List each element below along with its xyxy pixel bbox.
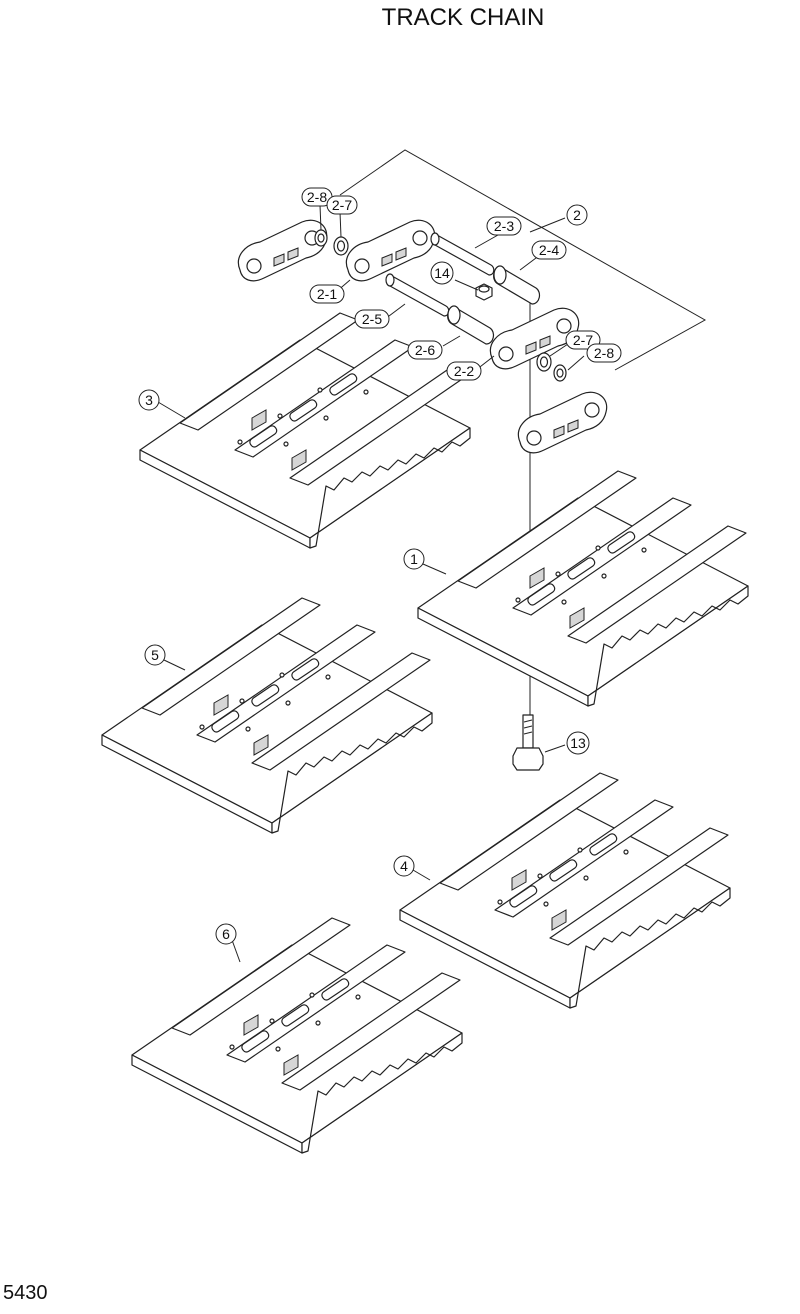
callout-6: 6 <box>215 923 237 945</box>
callout-2-8-top: 2-8 <box>301 187 333 207</box>
washer-2-8-right <box>553 364 567 382</box>
callout-4: 4 <box>393 855 415 877</box>
diagram-title: TRACK CHAIN <box>381 4 545 31</box>
svg-text:2-8: 2-8 <box>307 189 327 205</box>
callout-2-6: 2-6 <box>407 340 443 360</box>
link-2-2 <box>489 307 580 370</box>
callout-2-1: 2-1 <box>309 284 345 304</box>
svg-text:2-5: 2-5 <box>362 311 382 327</box>
callout-2: 2 <box>566 204 588 226</box>
svg-text:3: 3 <box>145 392 153 408</box>
link-2-1 <box>345 219 436 282</box>
bushing-2-6 <box>447 305 495 345</box>
track-shoe-6 <box>131 917 463 1154</box>
bolt-13 <box>512 714 544 771</box>
svg-text:13: 13 <box>570 735 586 751</box>
washer-2-7-left <box>333 236 349 256</box>
callout-2-7-right: 2-7 <box>565 330 601 350</box>
bushing-2-4 <box>493 265 541 305</box>
svg-text:2-3: 2-3 <box>494 218 514 234</box>
callout-2-7-top: 2-7 <box>326 195 358 215</box>
svg-text:2: 2 <box>573 207 581 223</box>
callout-3: 3 <box>138 389 160 411</box>
svg-text:5: 5 <box>151 647 159 663</box>
callout-13: 13 <box>566 731 590 755</box>
link-lower-right <box>517 391 608 454</box>
callout-2-2: 2-2 <box>446 361 482 381</box>
svg-text:2-1: 2-1 <box>317 286 337 302</box>
callout-2-4: 2-4 <box>531 240 567 260</box>
svg-text:1: 1 <box>410 551 418 567</box>
svg-text:2-4: 2-4 <box>539 242 559 258</box>
washer-2-7-right <box>536 352 552 372</box>
track-shoe-4 <box>399 772 731 1009</box>
track-shoe-1 <box>417 470 749 707</box>
svg-text:2-8: 2-8 <box>594 345 614 361</box>
svg-text:4: 4 <box>400 858 408 874</box>
callout-2-3: 2-3 <box>486 216 522 236</box>
svg-text:2-6: 2-6 <box>415 342 435 358</box>
callout-2-5: 2-5 <box>354 309 390 329</box>
svg-text:14: 14 <box>434 265 450 281</box>
callout-14: 14 <box>430 261 454 285</box>
svg-text:2-2: 2-2 <box>454 363 474 379</box>
callout-1: 1 <box>403 548 425 570</box>
svg-text:2-7: 2-7 <box>573 332 593 348</box>
washer-2-8-left <box>314 229 328 247</box>
track-shoe-5 <box>101 597 433 834</box>
callout-5: 5 <box>144 644 166 666</box>
svg-text:2-7: 2-7 <box>332 197 352 213</box>
svg-text:6: 6 <box>222 926 230 942</box>
callout-2-8-right: 2-8 <box>586 343 622 363</box>
link-2-8-left <box>237 219 328 282</box>
page-number: 5430 <box>3 1282 48 1304</box>
nut-14 <box>475 283 493 301</box>
